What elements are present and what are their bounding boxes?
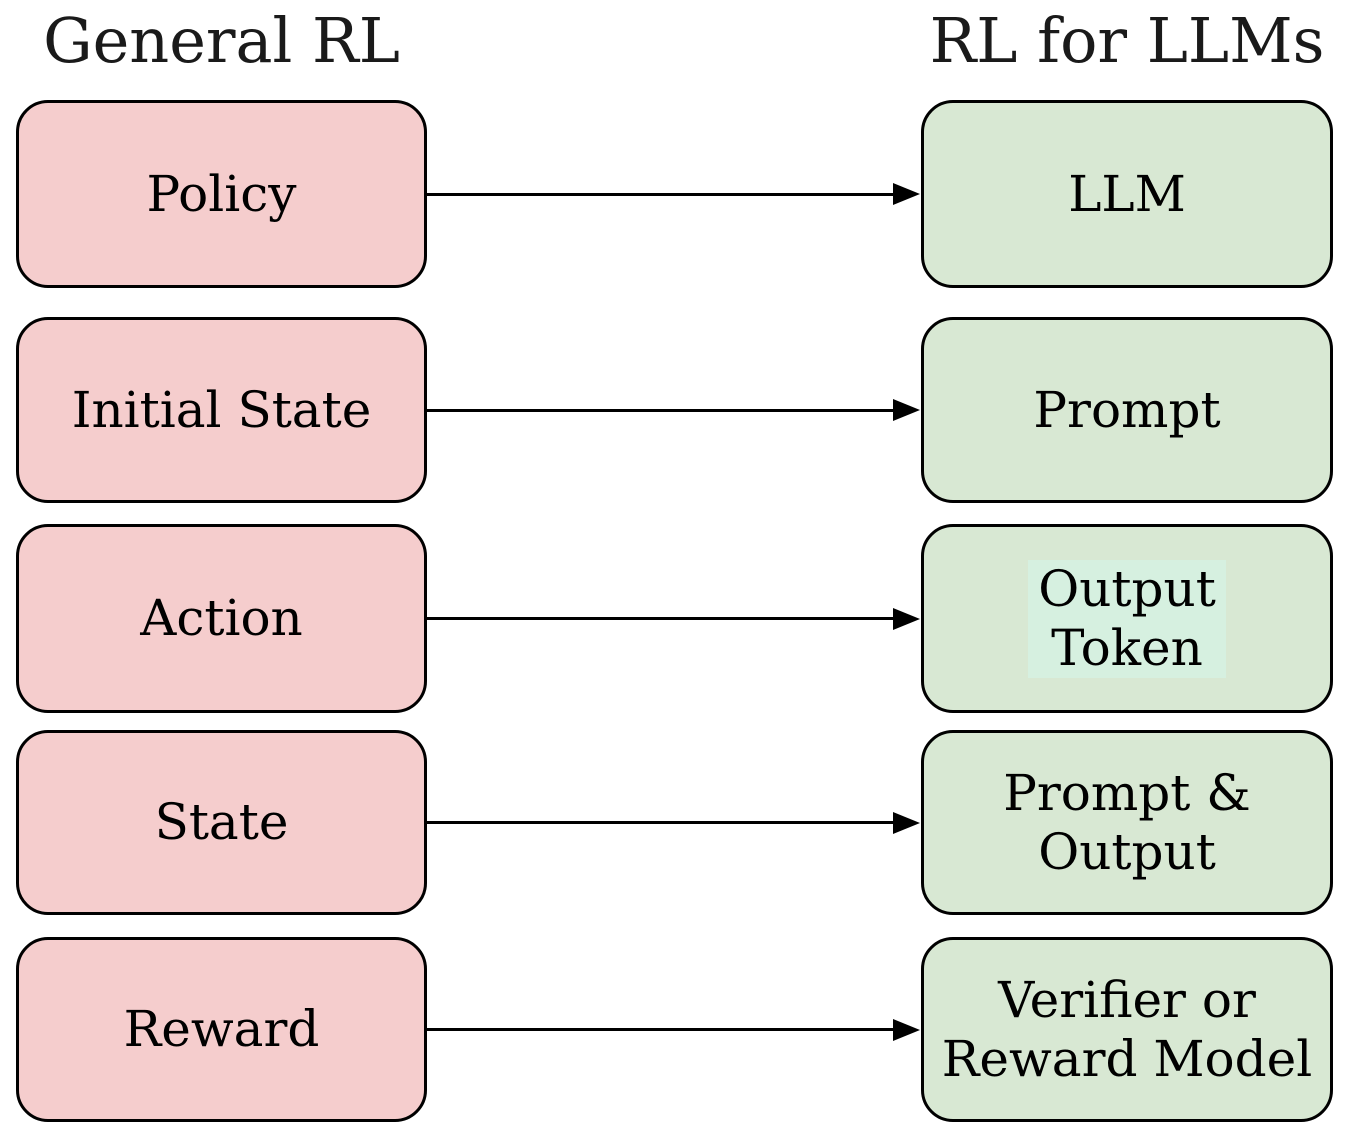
box-output-token: Output Token xyxy=(921,524,1333,713)
box-prompt-label: Prompt xyxy=(1033,380,1221,439)
arrow-reward-to-verifier xyxy=(427,1028,893,1031)
box-verifier-or-reward-model-label: Verifier or Reward Model xyxy=(941,970,1313,1088)
box-prompt: Prompt xyxy=(921,317,1333,503)
box-prompt-and-output: Prompt & Output xyxy=(921,730,1333,915)
box-policy: Policy xyxy=(16,100,427,288)
general-rl-column-header: General RL xyxy=(43,4,400,77)
box-verifier-or-reward-model: Verifier or Reward Model xyxy=(921,937,1333,1122)
box-reward: Reward xyxy=(16,937,427,1122)
arrow-action-to-output-token xyxy=(427,617,893,620)
box-reward-label: Reward xyxy=(123,1000,320,1058)
box-llm-label: LLM xyxy=(1068,164,1186,223)
box-prompt-and-output-label: Prompt & Output xyxy=(1003,763,1251,881)
box-state-label: State xyxy=(154,793,289,851)
box-initial-state-label: Initial State xyxy=(71,380,372,439)
rl-for-llms-column-header: RL for LLMs xyxy=(929,4,1325,77)
box-action: Action xyxy=(16,524,427,713)
box-llm: LLM xyxy=(921,100,1333,288)
box-output-token-label: Output Token xyxy=(1028,559,1226,678)
box-initial-state: Initial State xyxy=(16,317,427,503)
box-policy-label: Policy xyxy=(146,164,297,223)
box-action-label: Action xyxy=(140,589,303,647)
arrow-policy-to-llm xyxy=(427,192,893,196)
arrow-initial-state-to-prompt xyxy=(427,408,893,412)
arrow-state-to-prompt-and-output xyxy=(427,821,893,824)
box-state: State xyxy=(16,730,427,915)
